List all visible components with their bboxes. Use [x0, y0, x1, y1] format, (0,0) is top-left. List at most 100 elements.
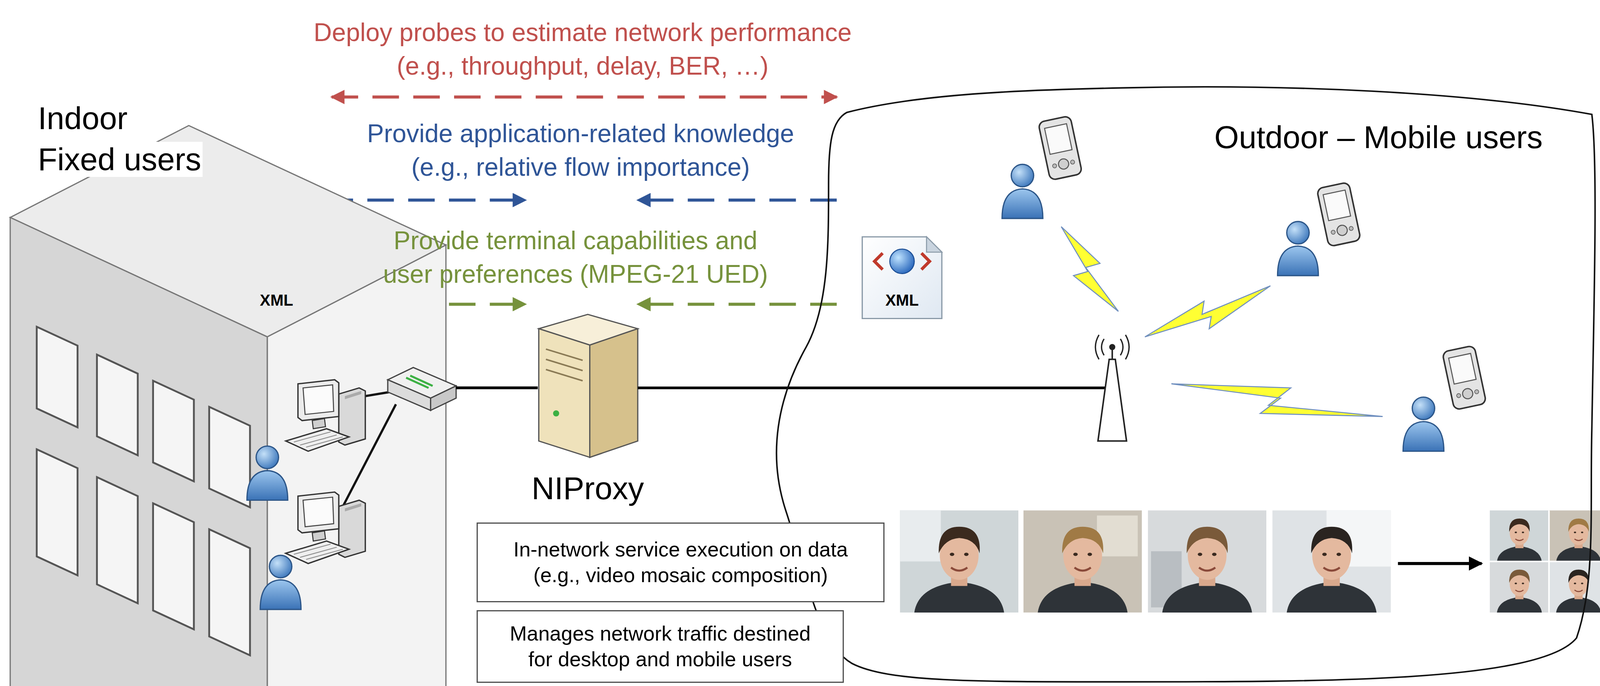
desktop-computer-part — [285, 492, 366, 564]
xml-icon — [862, 236, 943, 319]
server-part — [538, 328, 590, 458]
mobile-user-part — [1002, 164, 1043, 219]
mobile-user-part-part — [1442, 345, 1487, 410]
outdoor-region: Outdoor – Mobile users — [775, 81, 1600, 686]
antenna — [1095, 334, 1129, 442]
xml-icon-part — [889, 249, 915, 274]
building-part — [36, 326, 250, 656]
video-frames-part — [914, 526, 1004, 613]
mobile-user-part-part — [1316, 182, 1361, 247]
network-link — [637, 386, 1106, 390]
callout-text: In-network service execution on data (e.… — [501, 536, 861, 588]
video-mosaic-part — [1556, 569, 1600, 613]
wireless-bolt — [1061, 226, 1383, 417]
mobile-user — [1277, 182, 1361, 276]
node-heading: NIProxy — [531, 470, 645, 506]
video-mosaic-part — [1549, 510, 1600, 562]
video-frames-part — [899, 510, 1019, 613]
mosaic-arrow — [1397, 561, 1482, 566]
user-icon — [246, 446, 288, 501]
building-node: Indoor Fixed users — [10, 120, 457, 686]
dashed-arrows-part — [637, 302, 837, 306]
xml-icon-part — [926, 236, 942, 253]
router-part — [387, 379, 431, 411]
user-icon — [260, 555, 301, 610]
user-icon-part — [260, 555, 301, 610]
building-part-part — [209, 529, 250, 656]
video-mosaic-part — [1556, 518, 1600, 562]
building-part-part — [96, 476, 138, 603]
mobile-user-part — [1442, 345, 1487, 410]
annotation-text: Deploy probes to estimate network perfor… — [298, 15, 868, 83]
heading-block: NIProxy — [531, 469, 645, 508]
callout-text: Manages network traffic destined for des… — [502, 620, 819, 673]
video-mosaic-part — [1496, 518, 1542, 562]
server-node: NIProxy — [537, 311, 638, 460]
dashed-arrows-part — [331, 95, 837, 99]
server-part — [546, 349, 583, 381]
router-part — [406, 375, 433, 388]
router-part — [430, 385, 457, 411]
mobile-user — [1002, 115, 1083, 219]
dashed-arrows — [326, 97, 837, 305]
server-part — [589, 328, 638, 458]
heading-block: Indoor Fixed users — [36, 97, 209, 181]
region-outline — [775, 81, 1600, 686]
node-heading: Outdoor – Mobile users — [1214, 119, 1543, 155]
region-outline-path — [776, 86, 1595, 682]
annotation-text: Provide application-related knowledge (e… — [351, 116, 810, 185]
video-mosaic-part — [1496, 569, 1542, 613]
wireless-bolt-part — [1144, 285, 1271, 337]
xml-icon-part — [874, 253, 930, 270]
video-mosaic-part — [1489, 510, 1600, 613]
mobile-user-part — [1038, 115, 1083, 181]
building-part-part — [209, 406, 250, 508]
connector-line — [456, 386, 538, 389]
desktop-computer-part — [285, 379, 366, 452]
antenna-part — [1111, 349, 1114, 360]
video-frames-part — [1272, 510, 1391, 613]
video-mosaic-part — [1549, 561, 1600, 613]
video-frames-part — [1037, 526, 1128, 613]
antenna-part — [1098, 359, 1127, 442]
building — [10, 125, 446, 686]
mobile-user-part-part — [1038, 115, 1083, 181]
building-part-part — [153, 380, 194, 482]
desktop-computer — [285, 492, 366, 564]
building-part — [10, 217, 268, 686]
wireless-bolt-part — [1171, 383, 1383, 417]
dashed-arrows-part — [326, 198, 526, 202]
video-mosaic-part — [1489, 561, 1550, 613]
mobile-user-part — [1316, 182, 1361, 247]
building-part-part — [36, 326, 78, 428]
antenna-part — [1095, 334, 1129, 360]
video-frames-part — [899, 510, 941, 562]
dashed-arrows-part — [637, 198, 837, 202]
xml-tag: XML — [885, 291, 919, 309]
node-heading: Indoor Fixed users — [36, 100, 203, 177]
video-frames-part — [1023, 510, 1142, 613]
video-frames-part — [1162, 526, 1252, 613]
callout-box: Manages network traffic destined for des… — [476, 610, 844, 683]
video-mosaic — [1489, 510, 1600, 613]
building-part-part — [96, 354, 138, 456]
video-frames — [899, 510, 1391, 613]
video-mosaic-part — [1489, 510, 1550, 562]
heading-block: Outdoor – Mobile users — [1214, 118, 1543, 157]
xml-tag: XML — [259, 291, 293, 309]
video-frames-part — [1286, 526, 1377, 613]
callout-box: In-network service execution on data (e.… — [476, 522, 885, 603]
antenna-part — [1109, 343, 1116, 351]
wireless-bolt-part — [1061, 226, 1119, 312]
building-part-part — [36, 449, 78, 576]
building-part-part — [153, 503, 194, 630]
user-icon-part — [246, 446, 288, 501]
mobile-user-part — [1277, 221, 1319, 276]
video-frames-part — [1147, 510, 1267, 613]
desktop-computer — [285, 379, 366, 452]
mobile-user — [1402, 345, 1487, 451]
server-part — [553, 410, 560, 417]
server — [538, 314, 638, 458]
router — [387, 367, 457, 411]
